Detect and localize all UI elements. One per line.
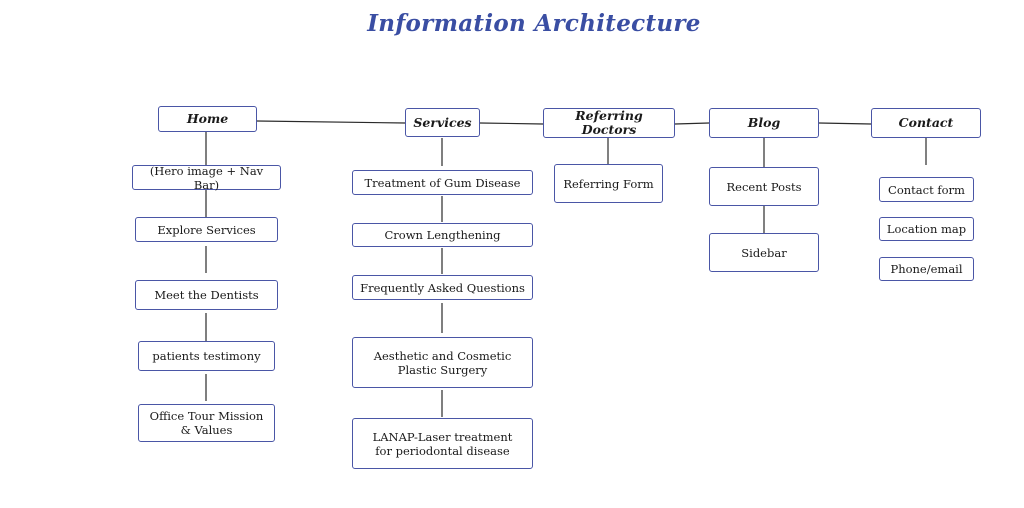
node-home-explore-services: Explore Services: [135, 217, 278, 242]
node-contact-location-map: Location map: [879, 217, 974, 241]
node-blog-recent-posts: Recent Posts: [709, 167, 819, 206]
node-services-header: Services: [405, 108, 480, 137]
node-contact-header: Contact: [871, 108, 981, 138]
connector-referring-blog: [674, 122, 710, 125]
node-services-crown-lengthening: Crown Lengthening: [352, 223, 533, 247]
node-home-office-tour: Office Tour Mission & Values: [138, 404, 275, 442]
node-contact-form: Contact form: [879, 177, 974, 202]
node-services-faq: Frequently Asked Questions: [352, 275, 533, 300]
node-services-aesthetic-surgery: Aesthetic and Cosmetic Plastic Surgery: [352, 337, 533, 388]
node-home-meet-dentists: Meet the Dentists: [135, 280, 278, 310]
diagram-title: Information Architecture: [367, 10, 701, 37]
node-services-gum-disease: Treatment of Gum Disease: [352, 170, 533, 195]
connector-home-services: [256, 120, 406, 124]
node-home-header: Home: [158, 106, 257, 132]
node-referring-form: Referring Form: [554, 164, 663, 203]
node-blog-sidebar: Sidebar: [709, 233, 819, 272]
node-home-patients-testimony: patients testimony: [138, 341, 275, 371]
connector-services-referring: [479, 122, 544, 125]
node-home-hero-nav: (Hero image + Nav Bar): [132, 164, 281, 192]
node-services-lanap: LANAP-Laser treatment for periodontal di…: [352, 418, 533, 469]
node-blog-header: Blog: [709, 108, 819, 138]
node-contact-phone-email: Phone/email: [879, 257, 974, 281]
node-referring-header: Referring Doctors: [543, 108, 675, 138]
connector-blog-contact: [818, 122, 872, 125]
